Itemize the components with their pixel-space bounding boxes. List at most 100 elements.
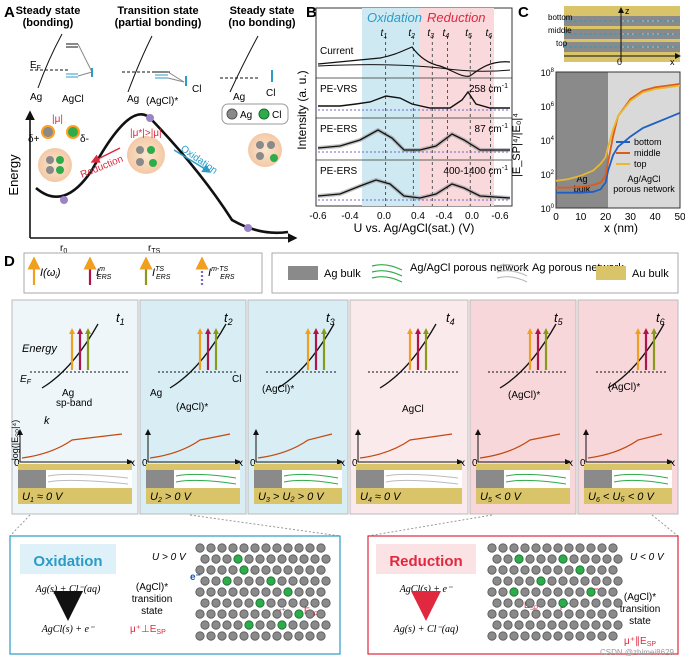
- legend-ag-text: Ag: [240, 110, 252, 121]
- oxidation-box-title: Oxidation: [33, 553, 102, 570]
- reduction-box-title: Reduction: [389, 553, 462, 570]
- atom-legend: [221, 103, 289, 125]
- ox-ts-3: state: [141, 606, 163, 617]
- region-label-ag: Ag: [577, 174, 588, 184]
- cl-label-2: Cl: [192, 84, 201, 95]
- t-label-2: t2: [408, 28, 415, 40]
- energy-label: Energy: [22, 343, 58, 355]
- trace-label-4: PE-ERS: [320, 166, 358, 177]
- series-top: [555, 84, 681, 182]
- rts-tick: rTS: [148, 243, 161, 255]
- b-x-tick-0: -0.6: [309, 211, 327, 222]
- c-x-tick-2: 20: [600, 212, 612, 223]
- step-x-3: x: [340, 458, 345, 469]
- state-1-title: Steady state: [16, 5, 81, 17]
- r0-tick: r0: [60, 243, 67, 255]
- step-zero-5: 0: [472, 458, 478, 469]
- step-condition-3: U3 > U₂ > 0 V: [258, 491, 325, 504]
- step2-ag: Ag: [150, 388, 162, 399]
- ox-mu: μ⁺: [276, 606, 286, 616]
- c-y-tick-2: 104: [541, 136, 555, 146]
- cl-label-3: Cl: [266, 88, 275, 99]
- c-label-top: top: [556, 39, 568, 48]
- state-3-subtitle: (no bonding): [228, 17, 296, 29]
- oxidation-region: [362, 8, 420, 206]
- ag-label-3: Ag: [233, 92, 245, 103]
- c-plot-frame: [555, 71, 681, 209]
- step-zero-6: 0: [580, 458, 586, 469]
- step6-agcl-star: (AgCl)*: [608, 382, 640, 393]
- c-x-tick-3: 30: [625, 212, 637, 223]
- band-diagram-1: [30, 33, 93, 89]
- b-x-tick-4: -0.4: [435, 211, 453, 222]
- ef-label-1: EF: [30, 60, 41, 72]
- ox-mu-perp: μ⁺⊥ESP: [130, 624, 166, 636]
- mu-magnitude: |μ|: [52, 114, 63, 125]
- red-mu-par: μ⁺∥ESP: [624, 636, 656, 648]
- ag-bulk-swatch: [288, 266, 318, 280]
- c-axis-x: x: [670, 57, 675, 67]
- trace-note-3: 87 cm-1: [475, 123, 509, 135]
- t-label-1: t1: [381, 28, 388, 40]
- trace-note-2: 258 cm-1: [469, 83, 508, 95]
- state-2-subtitle: (partial bonding): [115, 17, 202, 29]
- panel-c: C bottom middle top z x 0 AgbulkAg/AgClp…: [511, 4, 685, 235]
- panel-a-letter: A: [4, 4, 15, 21]
- reduction-title: Reduction: [427, 10, 486, 25]
- panel-a: A Steady state (bonding) Transition stat…: [4, 4, 298, 265]
- reduction-banner: [376, 544, 476, 574]
- legend-au-bulk: Au bulk: [632, 268, 669, 280]
- legend-ag-bulk: Ag bulk: [324, 268, 361, 280]
- panel-d-letter: D: [4, 253, 15, 270]
- pe-ers-87-trace: [317, 129, 510, 151]
- step-x-2: x: [238, 458, 243, 469]
- t-label-4: t4: [443, 28, 450, 40]
- step-zero-2: 0: [142, 458, 148, 469]
- step-condition-1: U1 ≈ 0 V: [22, 491, 64, 504]
- reduction-lattice: [487, 543, 623, 641]
- k-label: k: [44, 415, 50, 427]
- step-condition-6: U6 < U₅ < 0 V: [588, 491, 655, 504]
- step5-agcl-star: (AgCl)*: [508, 390, 540, 401]
- oxidation-lattice: [195, 543, 331, 641]
- state-1-subtitle: (bonding): [23, 17, 74, 29]
- current-trace: [317, 46, 511, 77]
- porous-network-region: [608, 72, 680, 208]
- step-zero-3: 0: [250, 458, 256, 469]
- c-y-tick-0: 100: [541, 204, 555, 214]
- region-label-agagcl: Ag/AgCl: [628, 174, 661, 184]
- oxidation-arrow: [173, 149, 212, 173]
- step-title-1: t1: [116, 310, 125, 327]
- cl-atom-icon: [258, 108, 270, 120]
- t-label-3: t3: [427, 28, 434, 40]
- trace-label-2: PE-VRS: [320, 84, 358, 95]
- state-3-title: Steady state: [230, 5, 295, 17]
- ef-label: EF: [20, 374, 32, 386]
- reduction-condition: U < 0 V: [630, 552, 665, 563]
- step-zero-4: 0: [352, 458, 358, 469]
- panel-c-letter: C: [518, 4, 529, 21]
- c-label-bottom: bottom: [548, 13, 573, 22]
- b-x-tick-2: 0.0: [377, 211, 391, 222]
- delta-minus: δ-: [80, 134, 89, 145]
- c-x-axis-label: x (nm): [604, 221, 638, 235]
- red-eq-right: Ag(s) + Cl⁻(aq): [393, 624, 459, 635]
- b-x-tick-5: 0.0: [465, 211, 479, 222]
- legend-text-bottom: bottom: [634, 137, 662, 147]
- c-y-axis-label: |E_SP|⁴/|E₀|⁴: [511, 113, 523, 177]
- step-x-1: x: [130, 458, 135, 469]
- energy-axis-label: Energy: [6, 154, 21, 196]
- ox-ts-1: (AgCl)*: [136, 582, 168, 593]
- step-zero-1: 0: [14, 458, 20, 469]
- agcl-label-1: AgCl: [62, 94, 84, 105]
- b-x-tick-1: -0.4: [341, 211, 359, 222]
- molecule-circle-3: [248, 133, 282, 167]
- step-x-5: x: [568, 458, 573, 469]
- reduction-region: [420, 8, 494, 206]
- state-2-title: Transition state: [117, 5, 198, 17]
